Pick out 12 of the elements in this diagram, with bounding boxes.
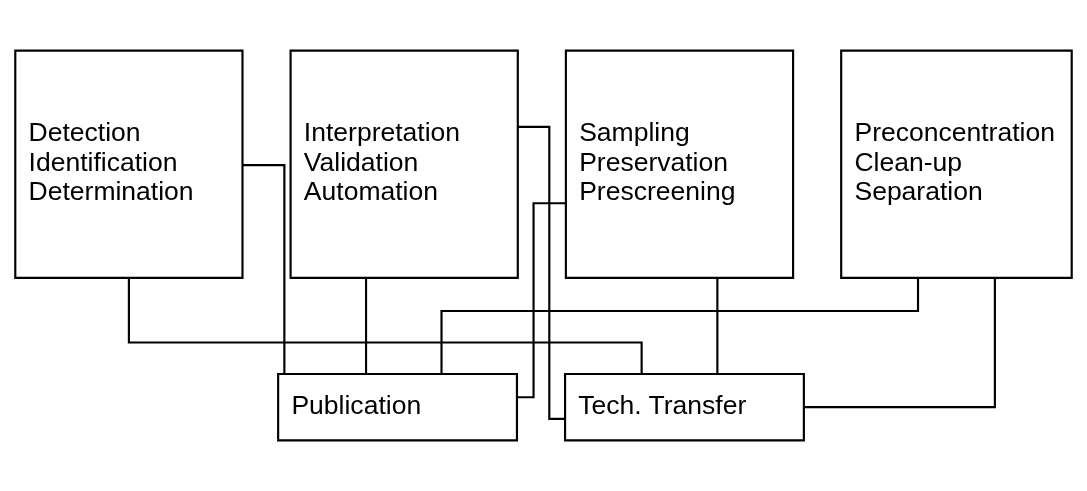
connector [242, 164, 286, 374]
node-box: Tech. Transfer [563, 372, 805, 442]
node-box: Publication [277, 372, 519, 442]
node-box: Interpretation Validation Automation [289, 49, 519, 279]
connector [127, 278, 643, 374]
node-box: Preconcentration Clean-up Separation [840, 49, 1073, 279]
connector [804, 277, 996, 409]
node-box: Sampling Preservation Prescreening [564, 49, 795, 279]
connector [440, 278, 920, 374]
connector [364, 277, 368, 374]
connector [716, 277, 719, 374]
node-box: Detection Identification Determination [14, 49, 244, 279]
